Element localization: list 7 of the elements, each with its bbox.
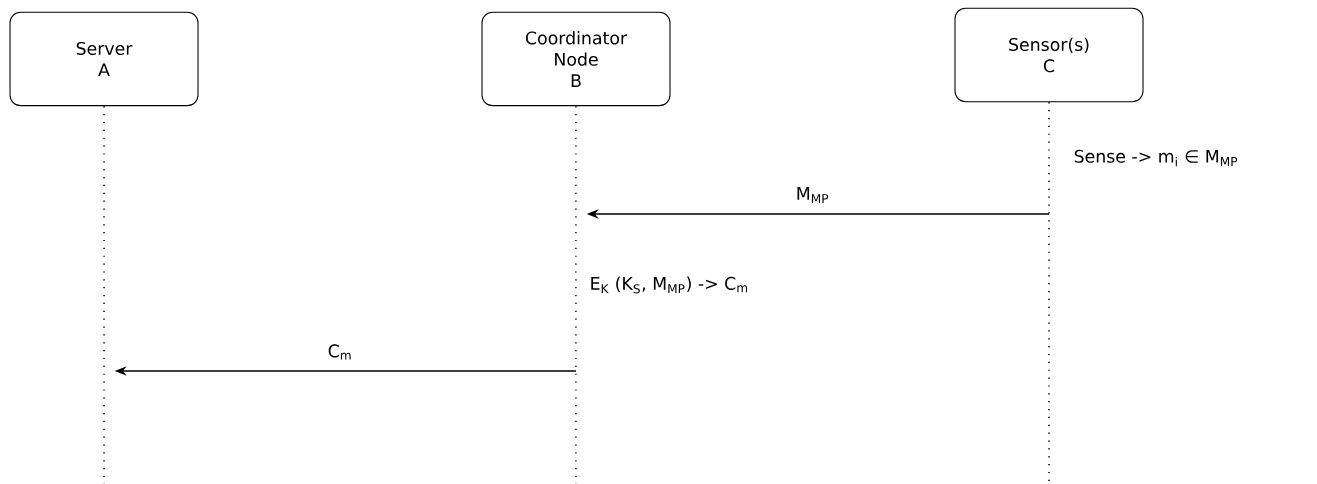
step-note: E$_{K}$ (K$_{S}$, M$_{MP}$) -> C$_{m}$ [591,276,748,294]
message-label: M$_{MP}$ [794,185,831,205]
participant-box: Server A [9,11,199,107]
message-label: C$_{m}$ [326,343,354,361]
participant-box: Sensor(s) C [954,7,1144,103]
step-note: Sense -> m$_{i}$ ∈ M$_{MP}$ [1074,149,1238,167]
participant-box: Coordinator Node B [481,11,671,107]
